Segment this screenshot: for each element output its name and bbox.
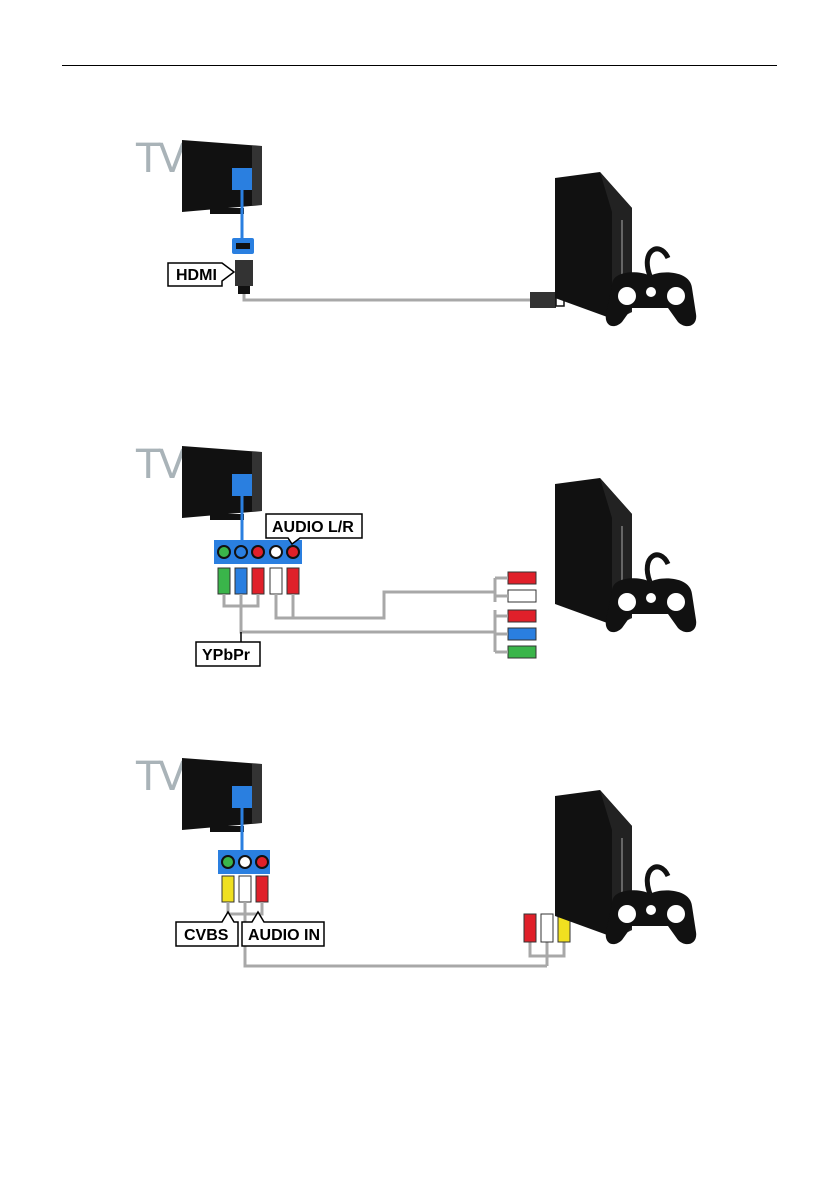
- diagram-ypbpr: TV AUDIO L/R: [0, 410, 839, 680]
- tv-label: TV: [135, 136, 186, 182]
- diagram-hdmi: TV HDMI: [0, 100, 839, 350]
- hdmi-label-box: HDMI: [168, 263, 234, 286]
- rca-plugs-tv-icon: [222, 876, 268, 902]
- hdmi-label: HDMI: [176, 267, 217, 284]
- tv-icon: [182, 140, 262, 214]
- tv-icon: [182, 758, 262, 832]
- hdmi-plug-icon: [232, 238, 254, 294]
- rca-plugs-console-icon: [508, 572, 536, 658]
- audio-lr-label-box: AUDIO L/R: [266, 514, 362, 544]
- audio-in-label: AUDIO IN: [248, 927, 320, 944]
- tv-label: TV: [135, 754, 186, 800]
- header-rule: [62, 65, 777, 66]
- tv-label: TV: [135, 442, 186, 488]
- ypbpr-label-box: YPbPr: [196, 632, 260, 666]
- component-audio-ports-icon: [214, 540, 302, 564]
- tv-icon: [182, 446, 262, 520]
- rca-plugs-tv-icon: [218, 568, 299, 594]
- cvbs-label-box: CVBS: [176, 912, 238, 946]
- cvbs-label: CVBS: [184, 927, 229, 944]
- ypbpr-label: YPbPr: [202, 647, 250, 664]
- cvbs-audio-ports-icon: [218, 850, 270, 874]
- audio-in-label-box: AUDIO IN: [242, 912, 324, 946]
- diagram-cvbs: TV CVBS AUDIO IN: [0, 720, 839, 980]
- audio-lr-label: AUDIO L/R: [272, 519, 354, 536]
